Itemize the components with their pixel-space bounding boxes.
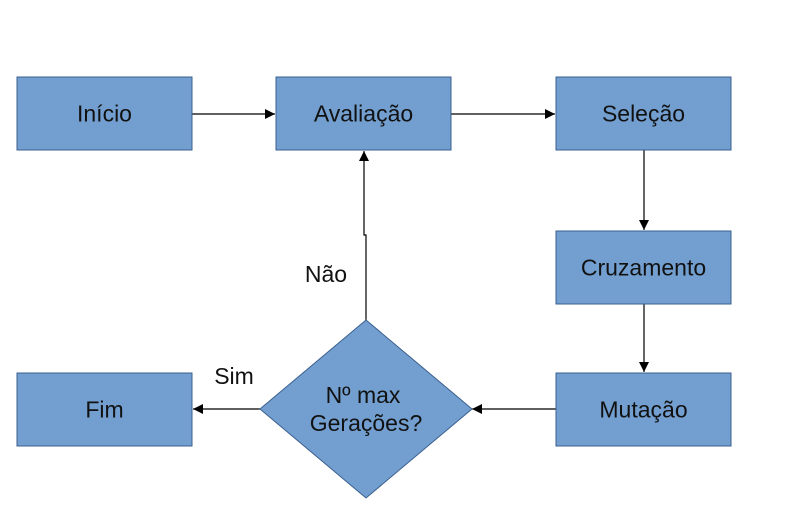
node-selecao-box xyxy=(555,76,732,151)
node-cruzamento: Cruzamento xyxy=(555,230,732,305)
node-decisao: Nº max Gerações? xyxy=(259,319,473,499)
node-avaliacao: Avaliação xyxy=(275,76,452,151)
node-selecao-label: Seleção xyxy=(602,101,685,127)
node-fim: Fim xyxy=(16,372,193,447)
node-fim-box xyxy=(16,372,193,447)
node-mutacao-box xyxy=(555,372,732,447)
node-fim-label: Fim xyxy=(85,397,123,423)
node-avaliacao-box xyxy=(275,76,452,151)
node-mutacao: Mutação xyxy=(555,372,732,447)
node-inicio-label: Início xyxy=(77,101,132,127)
node-cruzamento-box xyxy=(555,230,732,305)
node-inicio-box xyxy=(16,76,193,151)
node-mutacao-label: Mutação xyxy=(599,397,687,423)
arrow-decisao-to-avaliacao xyxy=(359,151,369,320)
decision-label-line1: Nº max xyxy=(326,382,401,408)
edge-label-nao: Não xyxy=(305,261,347,287)
node-inicio: Início xyxy=(16,76,193,151)
edge-label-sim: Sim xyxy=(214,363,254,389)
decision-label-line2: Gerações? xyxy=(310,410,423,436)
node-avaliacao-label: Avaliação xyxy=(314,101,413,127)
node-cruzamento-label: Cruzamento xyxy=(581,255,706,281)
decision-diamond xyxy=(259,319,473,499)
node-selecao: Seleção xyxy=(555,76,732,151)
